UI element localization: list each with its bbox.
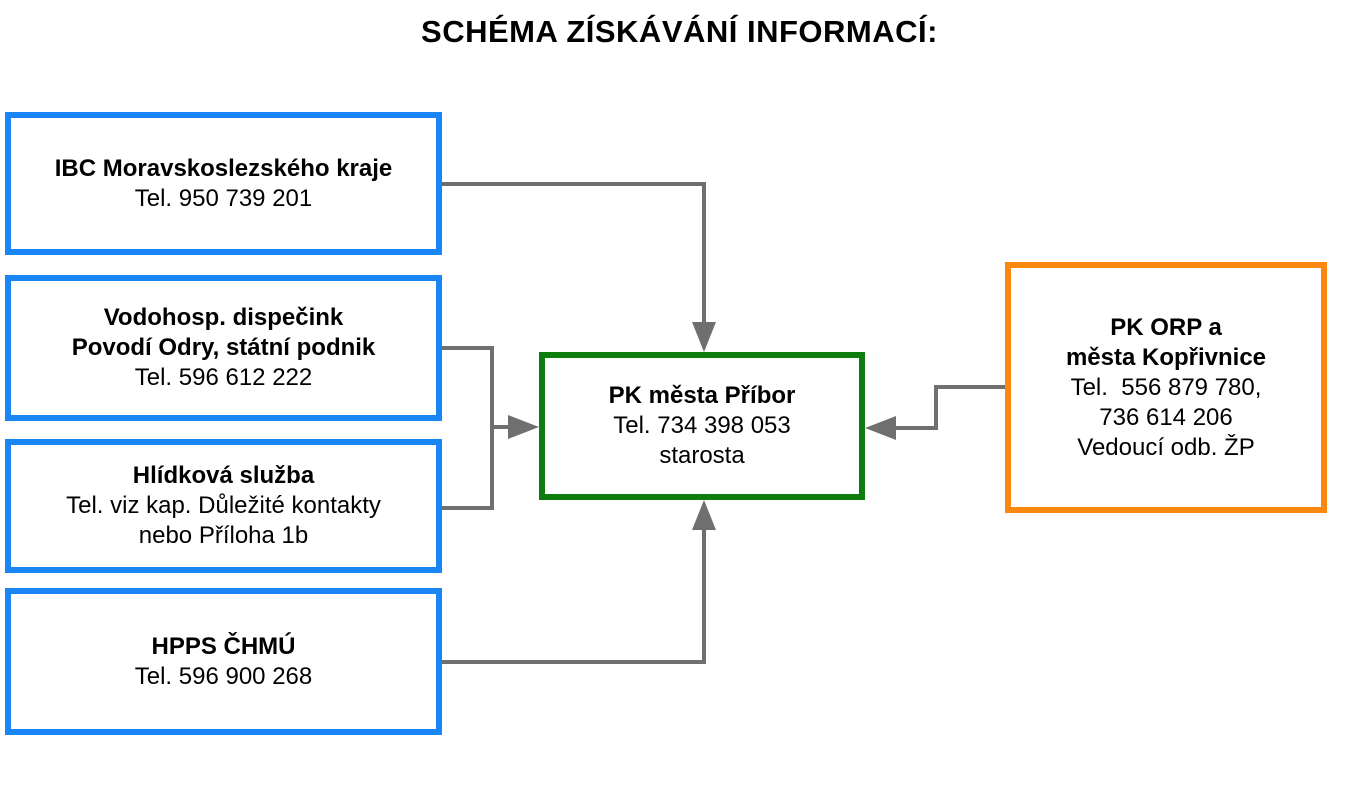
node-hpps-phone: Tel. 596 900 268 [134, 662, 313, 690]
node-vodohosp: Vodohosp. dispečink Povodí Odry, státní … [5, 275, 442, 421]
node-ibc-name: IBC Moravskoslezského kraje [54, 154, 393, 182]
connector-orp-to-pk [894, 385, 1005, 430]
node-hlidkova-name: Hlídková služba [132, 462, 315, 489]
node-pk-pribor-phone: Tel. 734 398 053 [613, 412, 791, 439]
node-pk-orp-name-1: PK ORP a [1110, 313, 1222, 341]
node-pk-orp-role: Vedoucí odb. ŽP [1077, 433, 1255, 461]
node-pk-pribor-role: starosta [659, 442, 745, 469]
node-pk-orp-phone-2: 736 614 206 [1099, 403, 1233, 431]
node-hlidkova: Hlídková služba Tel. viz kap. Důležité k… [5, 439, 442, 573]
connector-vodohosp-bracket [442, 346, 494, 510]
node-ibc-phone: Tel. 950 739 201 [134, 184, 313, 212]
node-pk-orp: PK ORP a města Kopřivnice Tel. 556 879 7… [1005, 262, 1327, 513]
node-pk-pribor-name: PK města Příbor [608, 382, 796, 409]
arrowhead-up [692, 500, 716, 530]
node-hlidkova-line-1: Tel. viz kap. Důležité kontakty [66, 492, 381, 519]
node-hpps-name: HPPS ČHMÚ [151, 632, 296, 660]
node-vodohosp-phone: Tel. 596 612 222 [134, 364, 313, 391]
connector-hpps-to-pk [442, 530, 706, 664]
node-pk-orp-phone-1: Tel. 556 879 780, [1070, 373, 1262, 401]
connector-ibc-to-pk [442, 182, 706, 322]
node-vodohosp-name-1: Vodohosp. dispečink [103, 304, 344, 331]
node-vodohosp-name-2: Povodí Odry, státní podnik [71, 334, 376, 361]
node-ibc: IBC Moravskoslezského kraje Tel. 950 739… [5, 112, 442, 255]
arrowhead-down [692, 322, 716, 352]
node-pk-pribor: PK města Příbor Tel. 734 398 053 starost… [539, 352, 865, 500]
node-pk-orp-name-2: města Kopřivnice [1065, 343, 1267, 371]
node-hpps: HPPS ČHMÚ Tel. 596 900 268 [5, 588, 442, 735]
node-hlidkova-line-2: nebo Příloha 1b [138, 522, 309, 549]
arrowhead-left [865, 416, 896, 440]
arrowhead-right [508, 415, 539, 439]
page-title: SCHÉMA ZÍSKÁVÁNÍ INFORMACÍ: [421, 14, 938, 49]
